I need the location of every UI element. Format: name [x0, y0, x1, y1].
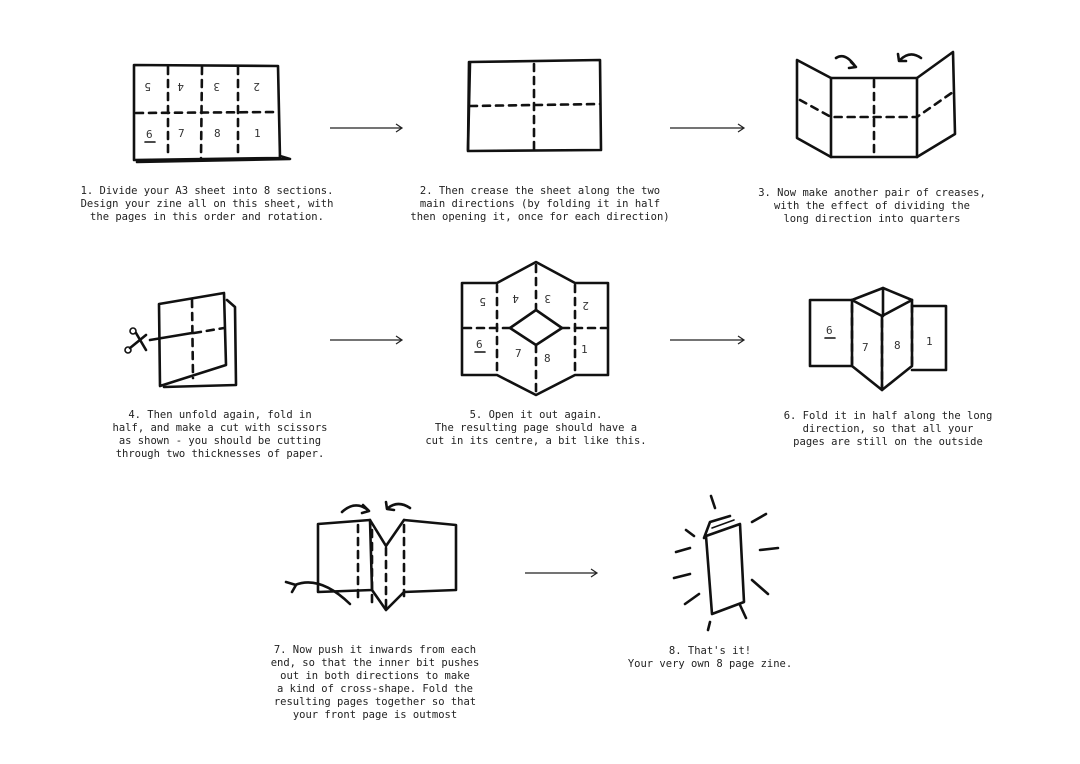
step-5-opened-illustration: 5 4 3 2 6 7 8 1: [460, 260, 610, 397]
step-8-zine-illustration: [672, 494, 780, 632]
step-3-caption: 3. Now make another pair of creases, wit…: [758, 187, 986, 225]
page-number: 5: [479, 295, 486, 308]
page-number: 3: [544, 292, 551, 305]
step-2-caption: 2. Then crease the sheet along the two m…: [410, 185, 670, 223]
page-number: 3: [213, 80, 220, 93]
page-number: 7: [862, 341, 869, 354]
step-7-cross-illustration: [284, 500, 458, 612]
arrow-icon: [670, 335, 746, 345]
arrow-icon: [330, 335, 404, 345]
scissors-icon: [124, 327, 148, 354]
step-1-caption: 1. Divide your A3 sheet into 8 sections.…: [80, 185, 334, 223]
page-number: 6: [146, 128, 153, 141]
page-number: 2: [582, 299, 589, 312]
page-number: 2: [253, 80, 260, 93]
page-number: 1: [926, 335, 933, 348]
step-4-cut-illustration: [124, 291, 238, 389]
page-number: 1: [581, 343, 588, 356]
step-5-caption: 5. Open it out again. The resulting page…: [425, 409, 647, 447]
page-number: 6: [826, 324, 833, 337]
page-number: 7: [515, 347, 522, 360]
step-3-quarters-illustration: [795, 50, 957, 159]
page-number: 4: [177, 80, 184, 93]
arrow-icon: [330, 123, 404, 133]
step-1-sheet-illustration: 5 4 3 2 6 7 8 1: [132, 63, 292, 164]
page-number: 8: [214, 127, 221, 140]
arrow-icon: [525, 568, 599, 578]
step-4-caption: 4. Then unfold again, fold in half, and …: [112, 409, 328, 460]
arrow-icon: [670, 123, 746, 133]
sparkle-lines-icon: [672, 494, 780, 632]
step-6-caption: 6. Fold it in half along the long direct…: [783, 410, 993, 448]
page-number: 1: [254, 127, 261, 140]
curved-arrow-icon: [284, 580, 352, 606]
page-number: 8: [894, 339, 901, 352]
page-number: 7: [178, 127, 185, 140]
step-7-caption: 7. Now push it inwards from each end, so…: [270, 644, 480, 721]
page-number: 8: [544, 352, 551, 365]
page-number: 6: [476, 338, 483, 351]
page-number: 4: [512, 292, 519, 305]
step-2-crease-illustration: [466, 58, 603, 153]
step-6-fold-illustration: 6 7 8 1: [808, 286, 948, 392]
step-8-caption: 8. That's it! Your very own 8 page zine.: [627, 645, 793, 670]
page-number: 5: [144, 80, 151, 93]
